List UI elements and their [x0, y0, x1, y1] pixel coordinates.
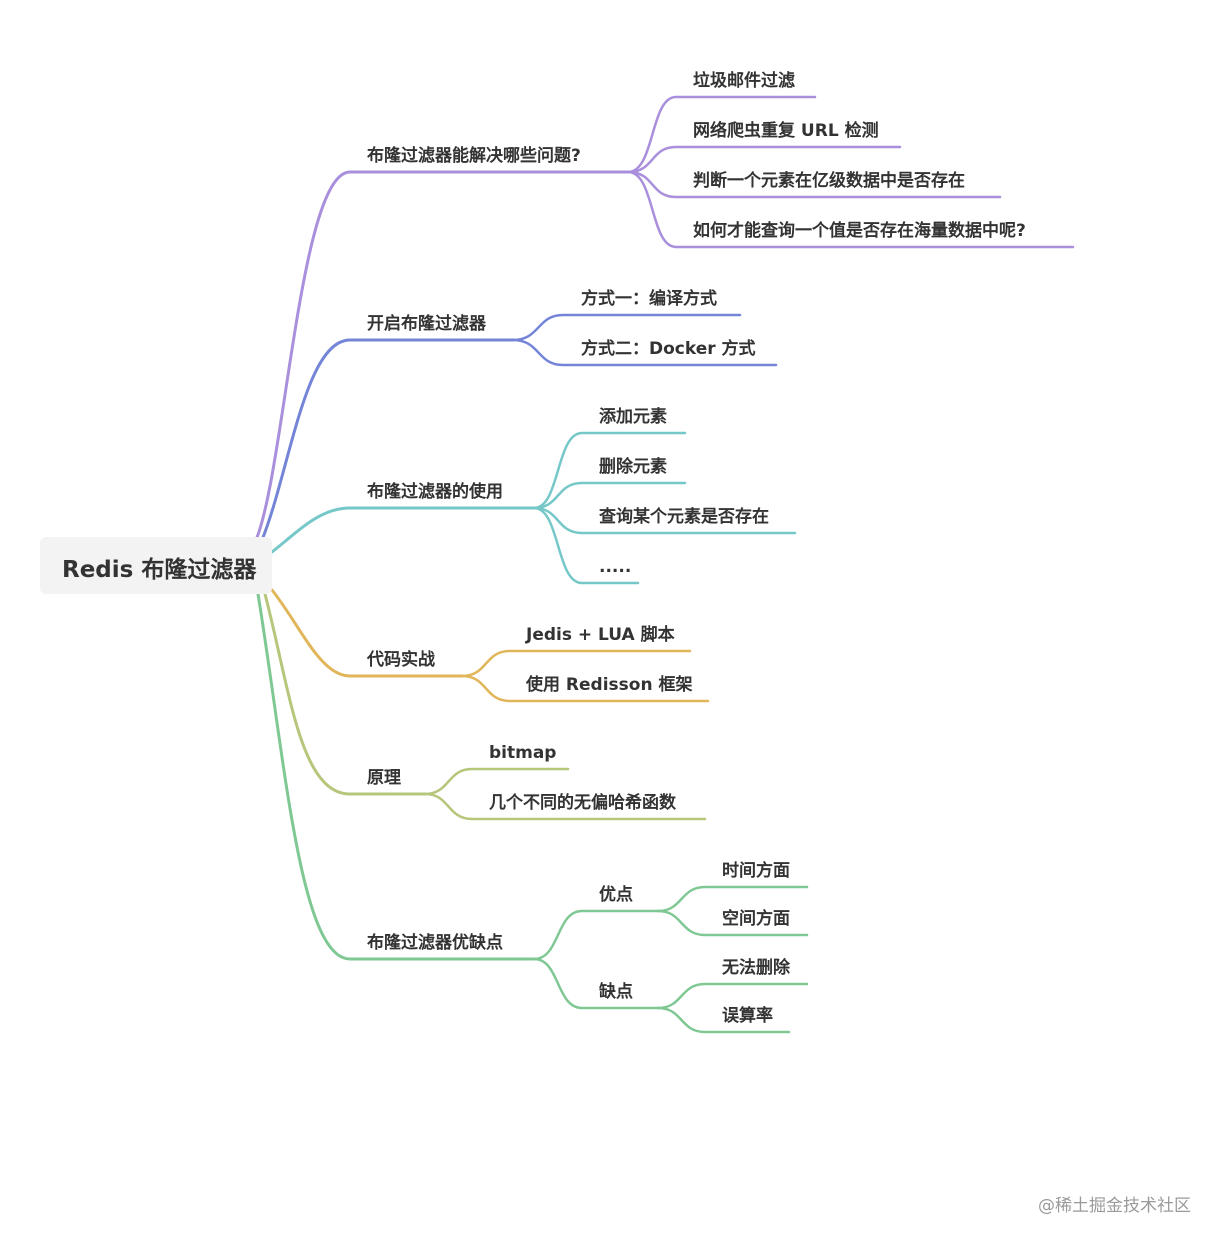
connector-olive-2 — [423, 792, 707, 821]
leaf-cannot-delete[interactable]: 无法删除 — [722, 958, 790, 978]
connector-teal-2 — [532, 481, 687, 510]
connector-teal-3 — [532, 506, 797, 535]
leaf-add-element[interactable]: 添加元素 — [599, 407, 667, 427]
connector-root-green — [256, 592, 352, 961]
branch-enable-label[interactable]: 开启布隆过滤器 — [367, 314, 486, 334]
leaf-space-aspect[interactable]: 空间方面 — [722, 909, 790, 929]
leaf-jedis-lua[interactable]: Jedis + LUA 脚本 — [526, 625, 675, 645]
root-node-label: Redis 布隆过滤器 — [62, 557, 257, 583]
branch-problems-label[interactable]: 布隆过滤器能解决哪些问题? — [367, 146, 581, 166]
connector-teal-1 — [532, 431, 687, 510]
connector-root-orange — [270, 588, 352, 678]
leaf-redisson[interactable]: 使用 Redisson 框架 — [526, 675, 693, 695]
leaf-ellipsis[interactable]: ..... — [599, 557, 632, 577]
connector-blue-1 — [511, 313, 742, 342]
sub-branch-cons[interactable]: 缺点 — [599, 982, 633, 1002]
leaf-bitmap[interactable]: bitmap — [489, 743, 557, 763]
sub-branch-pros[interactable]: 优点 — [599, 885, 633, 905]
connector-purple-3 — [626, 170, 1002, 199]
connector-purple-1 — [626, 95, 817, 174]
connector-green-cons — [532, 957, 660, 1010]
connector-root-teal — [270, 506, 352, 554]
branch-principle-label[interactable]: 原理 — [367, 768, 401, 788]
connector-blue-2 — [511, 338, 778, 367]
leaf-false-positive[interactable]: 误算率 — [722, 1006, 773, 1026]
leaf-massive-query[interactable]: 如何才能查询一个值是否存在海量数据中呢? — [693, 221, 1026, 241]
connector-olive-1 — [423, 767, 570, 796]
connector-orange-1 — [460, 649, 692, 678]
leaf-spam-filter[interactable]: 垃圾邮件过滤 — [693, 71, 795, 91]
connector-root-olive — [263, 592, 352, 796]
leaf-delete-element[interactable]: 删除元素 — [599, 457, 667, 477]
connector-pros-2 — [656, 909, 809, 937]
branch-usage-label[interactable]: 布隆过滤器的使用 — [367, 482, 503, 502]
connector-root-blue — [260, 338, 352, 542]
branch-pros-cons-label[interactable]: 布隆过滤器优缺点 — [367, 933, 503, 953]
leaf-docker-method[interactable]: 方式二：Docker 方式 — [581, 339, 756, 359]
connector-teal-4 — [532, 506, 640, 585]
connector-green-pros — [532, 909, 660, 961]
leaf-billion-exists[interactable]: 判断一个元素在亿级数据中是否存在 — [693, 171, 965, 191]
watermark: @稀土掘金技术社区 — [1038, 1196, 1191, 1216]
leaf-query-element[interactable]: 查询某个元素是否存在 — [599, 507, 769, 527]
leaf-hash-functions[interactable]: 几个不同的无偏哈希函数 — [489, 793, 676, 813]
branch-code-label[interactable]: 代码实战 — [367, 650, 435, 670]
connector-purple-2 — [626, 145, 902, 174]
leaf-compile-method[interactable]: 方式一：编译方式 — [581, 289, 717, 309]
connector-cons-2 — [656, 1006, 791, 1034]
connector-pros-1 — [656, 885, 809, 913]
connector-orange-2 — [460, 674, 710, 703]
connector-purple-4 — [626, 170, 1075, 249]
leaf-crawler-url[interactable]: 网络爬虫重复 URL 检测 — [693, 121, 879, 141]
connector-cons-1 — [656, 982, 809, 1010]
connector-root-purple — [254, 170, 352, 542]
leaf-time-aspect[interactable]: 时间方面 — [722, 861, 790, 881]
root-node[interactable] — [40, 537, 272, 594]
